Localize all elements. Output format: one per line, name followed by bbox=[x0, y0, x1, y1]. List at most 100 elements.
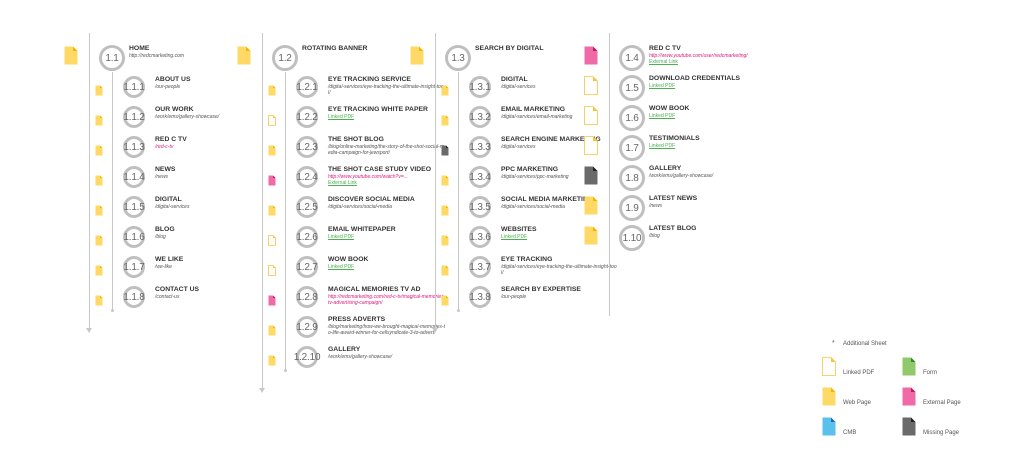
node-title[interactable]: ABOUT US bbox=[155, 76, 191, 83]
node-number-circle: 1.1.7 bbox=[123, 256, 145, 278]
node-url[interactable]: /red-c-tv bbox=[155, 144, 174, 150]
node-url: /blog bbox=[649, 233, 660, 239]
node-title[interactable]: DIGITAL bbox=[155, 196, 182, 203]
node-title[interactable]: EYE TRACKING SERVICE bbox=[328, 76, 411, 83]
node-title[interactable]: DOWNLOAD CREDENTIALS bbox=[649, 75, 740, 82]
child-page-icon bbox=[268, 175, 276, 186]
node-title[interactable]: HOME bbox=[129, 45, 150, 52]
node-title[interactable]: PRESS ADVERTS bbox=[328, 316, 386, 323]
node-title[interactable]: SOCIAL MEDIA MARKETING bbox=[501, 196, 594, 203]
node-title[interactable]: NEWS bbox=[155, 166, 176, 173]
node-title[interactable]: ROTATING BANNER bbox=[302, 45, 368, 52]
legend-web-icon bbox=[822, 387, 836, 406]
node-title[interactable]: WE LIKE bbox=[155, 256, 184, 263]
node-url[interactable]: Linked PDF bbox=[328, 234, 355, 240]
node-url[interactable]: Linked PDF bbox=[649, 83, 676, 89]
node-title[interactable]: DISCOVER SOCIAL MEDIA bbox=[328, 196, 415, 203]
node-title[interactable]: LATEST NEWS bbox=[649, 195, 698, 202]
node-url[interactable]: Linked PDF bbox=[649, 143, 676, 149]
child-page-icon bbox=[95, 205, 103, 216]
node-number-circle: 1.2.9 bbox=[296, 316, 318, 338]
connector-end-dot bbox=[284, 369, 287, 372]
node-url: /work/ems/gallery-showcase/ bbox=[328, 354, 393, 360]
node-text: DISCOVER SOCIAL MEDIA/digital-services/s… bbox=[328, 196, 446, 210]
node-title[interactable]: THE SHOT CASE STUDY VIDEO bbox=[328, 166, 431, 173]
node-number-circle: 1.2.10 bbox=[294, 346, 321, 368]
page-icon bbox=[584, 76, 598, 95]
legend-pdf-icon bbox=[822, 357, 836, 376]
node-text: EMAIL MARKETING/digital-services/email-m… bbox=[501, 106, 619, 120]
node-title[interactable]: TESTIMONIALS bbox=[649, 135, 700, 142]
node-url: /digital-services bbox=[155, 204, 190, 210]
node-title[interactable]: WOW BOOK bbox=[649, 105, 690, 112]
node-title[interactable]: EMAIL MARKETING bbox=[501, 106, 566, 113]
node-title[interactable]: CONTACT US bbox=[155, 286, 200, 293]
child-page-icon bbox=[268, 235, 276, 246]
external-link[interactable]: External Link bbox=[649, 59, 678, 65]
root-page-icon bbox=[237, 46, 251, 65]
node-title[interactable]: EMAIL WHITEPAPER bbox=[328, 226, 396, 233]
node-url: /news bbox=[155, 174, 169, 180]
node-url: /work/ems/gallery-showcase/ bbox=[155, 114, 220, 120]
connector-end-dot bbox=[457, 309, 460, 312]
node-url[interactable]: Linked PDF bbox=[501, 234, 528, 240]
node-url[interactable]: http://www.youtube.com/user/redcmarketin… bbox=[649, 53, 748, 59]
node-title[interactable]: SEARCH BY DIGITAL bbox=[475, 45, 544, 52]
node-title[interactable]: GALLERY bbox=[328, 346, 361, 353]
node-number-circle: 1.2.1 bbox=[296, 76, 318, 98]
node-url[interactable]: Linked PDF bbox=[649, 113, 676, 119]
node-title[interactable]: EYE TRACKING bbox=[501, 256, 553, 263]
child-page-icon bbox=[95, 235, 103, 246]
page-icon bbox=[584, 196, 598, 215]
node-title[interactable]: BLOG bbox=[155, 226, 175, 233]
additional-sheet-star-icon: * bbox=[832, 340, 835, 347]
node-title[interactable]: RED C TV bbox=[155, 136, 187, 143]
node-title[interactable]: DIGITAL bbox=[501, 76, 528, 83]
node-title[interactable]: OUR WORK bbox=[155, 106, 194, 113]
node-url: /digital-services/ppc-marketing bbox=[501, 174, 569, 180]
node-title[interactable]: PPC MARKETING bbox=[501, 166, 559, 173]
page-icon bbox=[584, 106, 598, 125]
node-text: EYE TRACKING SERVICE/digital-services/ey… bbox=[328, 76, 446, 96]
node-url: /digital-services/eye-tracking-the-ultim… bbox=[501, 264, 617, 276]
node-number-circle: 1.2.2 bbox=[296, 106, 318, 128]
node-title[interactable]: MAGICAL MEMORIES TV AD bbox=[328, 286, 421, 293]
child-page-icon bbox=[95, 175, 103, 186]
node-number-circle: 1.1.6 bbox=[123, 226, 145, 248]
child-page-icon bbox=[268, 325, 276, 336]
node-number-circle: 1.2.3 bbox=[296, 136, 318, 158]
node-url[interactable]: Linked PDF bbox=[328, 114, 355, 120]
node-title[interactable]: GALLERY bbox=[649, 165, 682, 172]
node-url[interactable]: Linked PDF bbox=[328, 264, 355, 270]
node-number-circle: 1.1.3 bbox=[123, 136, 145, 158]
node-title[interactable]: LATEST BLOG bbox=[649, 225, 697, 232]
legend-label: CMB bbox=[843, 430, 857, 436]
tree-arrow-icon bbox=[432, 328, 438, 333]
child-page-icon bbox=[268, 115, 276, 126]
node-title[interactable]: WOW BOOK bbox=[328, 256, 369, 263]
node-url[interactable]: http://redcmarketing.com/red-c-tv/magica… bbox=[328, 294, 446, 306]
node-url: /blog/marketing/how-we-brought-magical-m… bbox=[328, 324, 445, 336]
node-number-circle: 1.3.8 bbox=[469, 286, 491, 308]
page-icon bbox=[584, 226, 598, 245]
node-title[interactable]: THE SHOT BLOG bbox=[328, 136, 384, 143]
node-number-circle: 1.3.4 bbox=[469, 166, 491, 188]
node-title[interactable]: RED C TV bbox=[649, 45, 681, 52]
node-url[interactable]: http://www.youtube.com/watch?v=... bbox=[328, 174, 408, 180]
child-page-icon bbox=[268, 205, 276, 216]
external-link[interactable]: External Link bbox=[328, 180, 357, 186]
node-title[interactable]: WEBSITES bbox=[501, 226, 537, 233]
node-text: CONTACT US/contact-us bbox=[155, 286, 273, 300]
node-title[interactable]: SEARCH BY EXPERTISE bbox=[501, 286, 581, 293]
legend-label: External Page bbox=[923, 400, 961, 406]
node-title[interactable]: SEARCH ENGINE MARKETING bbox=[501, 136, 601, 143]
child-page-icon bbox=[441, 265, 449, 276]
node-url: /our-people bbox=[501, 294, 527, 300]
node-text: DIGITAL/digital-services bbox=[155, 196, 273, 210]
node-title[interactable]: EYE TRACKING WHITE PAPER bbox=[328, 106, 428, 113]
